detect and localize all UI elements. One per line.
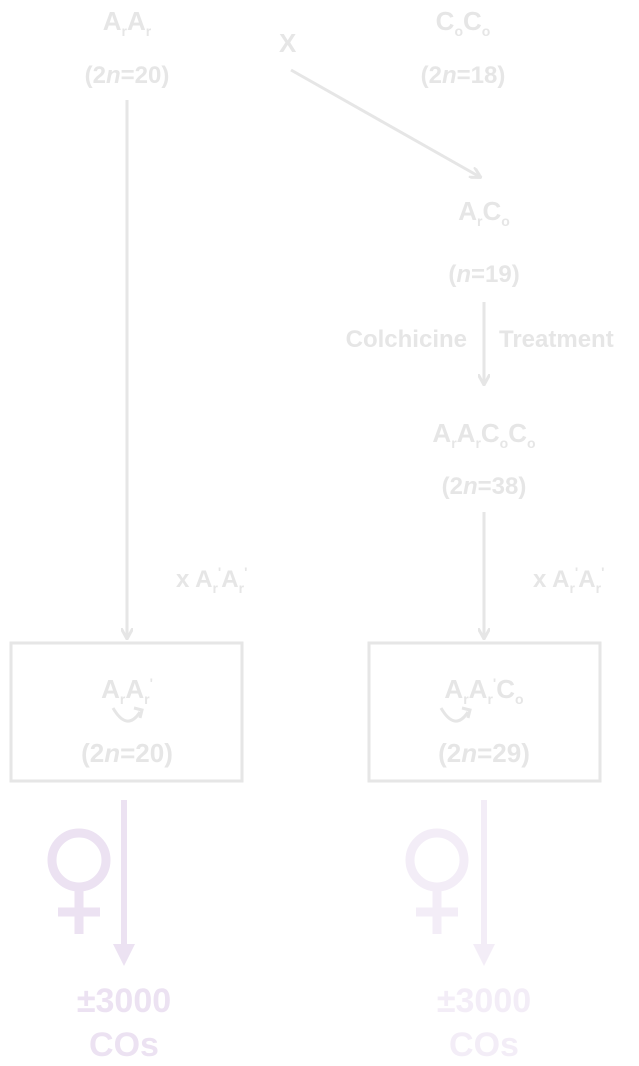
treatment-left-word: Colchicine (345, 326, 467, 353)
treatment-right-word: Treatment (499, 326, 614, 353)
cross-arrow (290, 68, 480, 177)
right-outcome-unit: COs (449, 1026, 519, 1064)
hybrid-ploidy: (n=19) (448, 261, 520, 288)
female-icon (47, 828, 111, 934)
parent-right-genome: CoCo (435, 6, 491, 39)
right-box-genome: ArAr'Co (444, 674, 524, 707)
left-box-ploidy: (2n=20) (81, 738, 173, 768)
parent-left-ploidy: (2n=20) (84, 62, 170, 89)
left-outcome-unit: COs (89, 1026, 159, 1064)
allopolyploid-ploidy: (2n=38) (441, 473, 527, 500)
left-box (9, 641, 244, 783)
right-box (367, 641, 602, 783)
right-box-ploidy: (2n=29) (438, 738, 530, 768)
parent-right-ploidy: (2n=18) (420, 62, 506, 89)
right-outcome-count: ±3000 (436, 982, 532, 1020)
right-backcross-label: x Ar'Ar' (533, 564, 605, 596)
female-icon (405, 828, 469, 934)
parent-left-genome: ArAr (102, 6, 152, 39)
curved-arrows-icon (111, 706, 144, 723)
allopolyploid-genome: ArArCoCo (432, 418, 536, 451)
left-outcome-count: ±3000 (76, 982, 172, 1020)
hybrid-genome: ArCo (458, 196, 510, 229)
left-backcross-label: x Ar'Ar' (176, 564, 248, 596)
curved-arrows-icon (439, 706, 472, 723)
left-box-genome: ArAr' (101, 674, 153, 707)
cross-symbol: X (279, 28, 297, 58)
